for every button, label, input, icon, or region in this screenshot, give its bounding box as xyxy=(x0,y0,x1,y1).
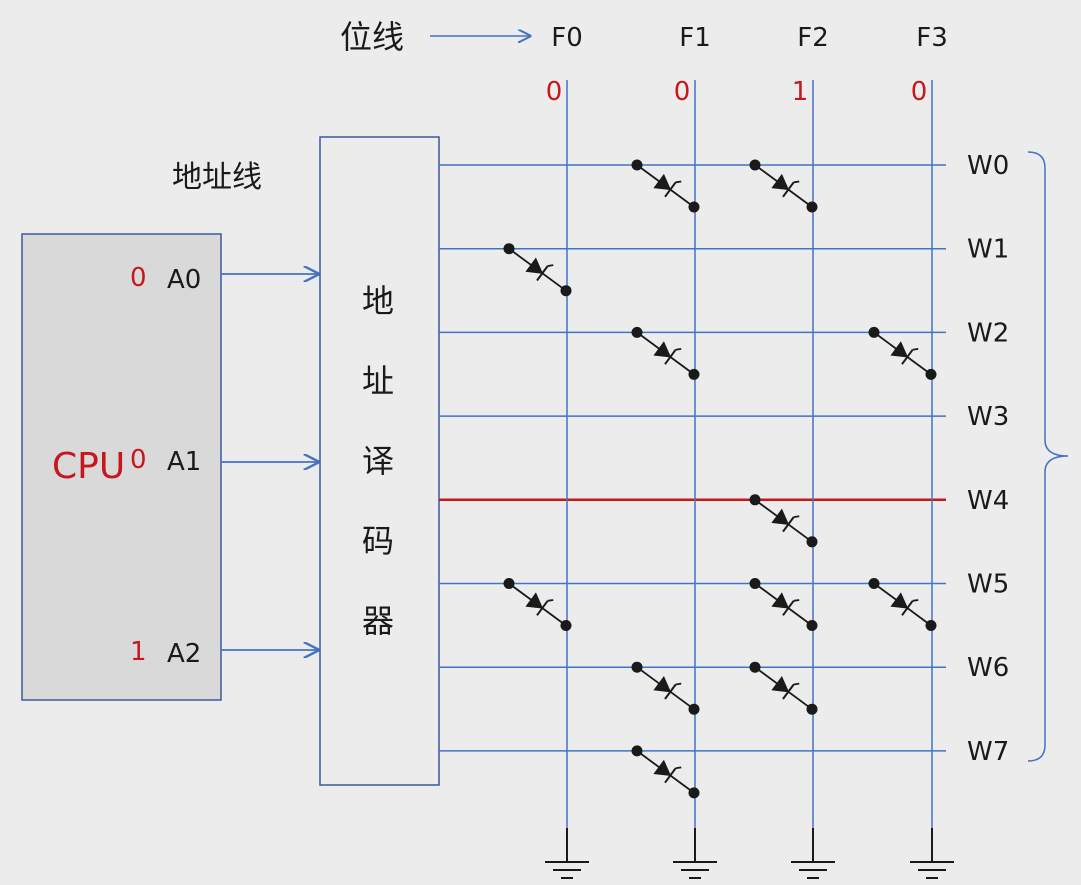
decoder-char: 译 xyxy=(362,442,394,480)
decoder-char: 码 xyxy=(362,522,394,560)
word-line-name: W0 xyxy=(967,151,1009,181)
cpu-pin-a0: 0 A0 xyxy=(130,263,318,295)
decoder-char: 器 xyxy=(362,602,394,640)
pin-value: 1 xyxy=(130,637,147,667)
diode-icon xyxy=(631,745,700,799)
decoder-char: 址 xyxy=(362,362,394,400)
bit-line-name: F2 xyxy=(797,23,829,53)
bit-line-value: 0 xyxy=(546,77,563,107)
diode-icon xyxy=(503,578,572,631)
pin-name: A0 xyxy=(167,265,201,295)
bit-line-f0: F0 0 xyxy=(545,23,589,879)
word-line-name: W6 xyxy=(967,653,1009,683)
word-line-name: W5 xyxy=(967,570,1009,600)
diode-icon xyxy=(503,243,572,297)
diode-icon xyxy=(749,494,818,548)
word-line-w0: W0 xyxy=(439,151,1009,181)
diodes xyxy=(503,159,937,799)
bit-line-value: 0 xyxy=(911,77,928,107)
diode-icon xyxy=(631,661,700,715)
word-line-w4: W4 xyxy=(439,486,1009,516)
word-line-w3: W3 xyxy=(439,402,1009,432)
word-line-name: W7 xyxy=(967,737,1009,767)
word-group-brace xyxy=(1027,151,1069,762)
cpu-box xyxy=(21,233,222,701)
address-lines-label: 地址线 xyxy=(172,160,262,195)
bit-line-name: F3 xyxy=(916,23,948,53)
word-line-name: W4 xyxy=(967,486,1009,516)
cpu-pin-a1: 0 A1 xyxy=(130,445,318,477)
cpu-pin-a2: 1 A2 xyxy=(130,637,318,669)
diode-icon xyxy=(868,326,937,380)
diode-icon xyxy=(868,578,937,631)
bit-lines: F0 0 F1 0 F2 1 F3 0 xyxy=(545,23,954,879)
diode-icon xyxy=(631,326,700,380)
diode-icon xyxy=(631,159,700,213)
bit-line-name: F1 xyxy=(679,23,711,53)
pin-value: 0 xyxy=(130,445,147,475)
word-line-name: W3 xyxy=(967,402,1009,432)
bit-line-value: 0 xyxy=(674,77,691,107)
word-line-w7: W7 xyxy=(439,737,1009,767)
word-line-w6: W6 xyxy=(439,653,1009,683)
pin-name: A2 xyxy=(167,639,201,669)
pin-name: A1 xyxy=(167,447,201,477)
diode-icon xyxy=(749,661,818,715)
bit-line-f2: F2 1 xyxy=(791,23,835,879)
bit-line-value: 1 xyxy=(792,77,809,107)
cpu-label: CPU xyxy=(52,446,125,487)
bit-line-f3: F3 0 xyxy=(910,23,954,879)
word-line-name: W2 xyxy=(967,318,1009,348)
word-line-w2: W2 xyxy=(439,318,1009,348)
word-line-w1: W1 xyxy=(439,235,1009,265)
bit-line-name: F0 xyxy=(551,23,583,53)
decoder-label: 地 址 译 码 器 xyxy=(362,282,394,640)
diode-icon xyxy=(749,159,818,213)
diode-icon xyxy=(749,578,818,631)
word-line-w5: W5 xyxy=(439,570,1009,600)
pin-value: 0 xyxy=(130,263,147,293)
word-line-name: W1 xyxy=(967,235,1009,265)
bit-line-f1: F1 0 xyxy=(673,23,717,879)
address-decoder-box xyxy=(319,136,440,786)
bit-lines-label: 位线 xyxy=(340,18,404,56)
decoder-char: 地 xyxy=(362,282,394,320)
